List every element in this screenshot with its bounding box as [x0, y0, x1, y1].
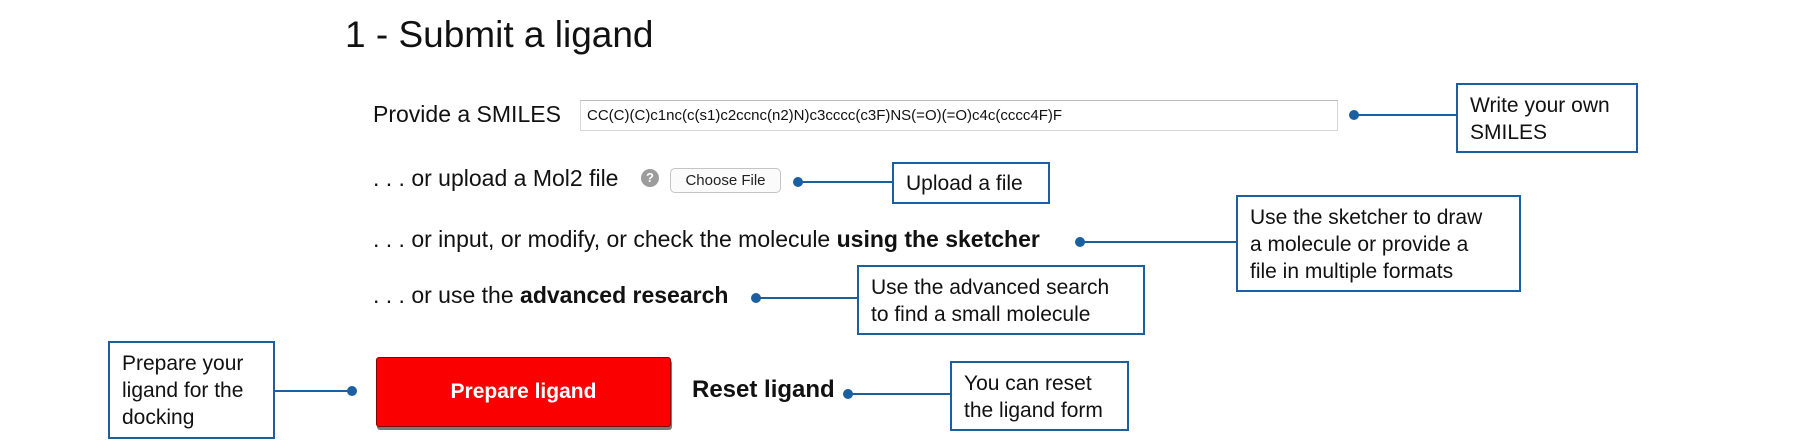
sketcher-link[interactable]: using the sketcher [836, 226, 1040, 252]
sketcher-callout: Use the sketcher to draw a molecule or p… [1236, 195, 1521, 292]
sketcher-row: . . . or input, or modify, or check the … [373, 226, 1040, 253]
sketcher-annotation-line [1080, 241, 1236, 243]
upload-annotation-line [798, 181, 892, 183]
upload-callout: Upload a file [892, 162, 1050, 204]
smiles-label: Provide a SMILES [373, 101, 561, 127]
smiles-callout: Write your own SMILES [1456, 83, 1638, 153]
smiles-input[interactable]: CC(C)(C)c1nc(c(s1)c2ccnc(n2)N)c3cccc(c3F… [580, 100, 1338, 131]
prepare-callout: Prepare your ligand for the docking [108, 341, 275, 439]
reset-annotation-line [848, 393, 950, 395]
reset-ligand-link[interactable]: Reset ligand [692, 376, 835, 403]
advanced-row: . . . or use the advanced research [373, 282, 728, 309]
advanced-prefix: . . . or use the [373, 282, 521, 308]
help-icon[interactable]: ? [641, 169, 659, 187]
advanced-callout: Use the advanced search to find a small … [857, 265, 1145, 335]
prepare-annotation-line [275, 390, 352, 392]
reset-callout: You can reset the ligand form [950, 361, 1129, 431]
prepare-ligand-button[interactable]: Prepare ligand [376, 357, 671, 427]
sketcher-prefix: . . . or input, or modify, or check the … [373, 226, 837, 252]
choose-file-button[interactable]: Choose File [670, 168, 781, 193]
smiles-annotation-line [1354, 114, 1456, 116]
upload-label: . . . or upload a Mol2 file [373, 165, 619, 191]
section-title: 1 - Submit a ligand [345, 14, 654, 55]
prepare-annotation-dot [347, 386, 357, 396]
advanced-research-link[interactable]: advanced research [520, 282, 729, 308]
advanced-annotation-line [756, 297, 857, 299]
